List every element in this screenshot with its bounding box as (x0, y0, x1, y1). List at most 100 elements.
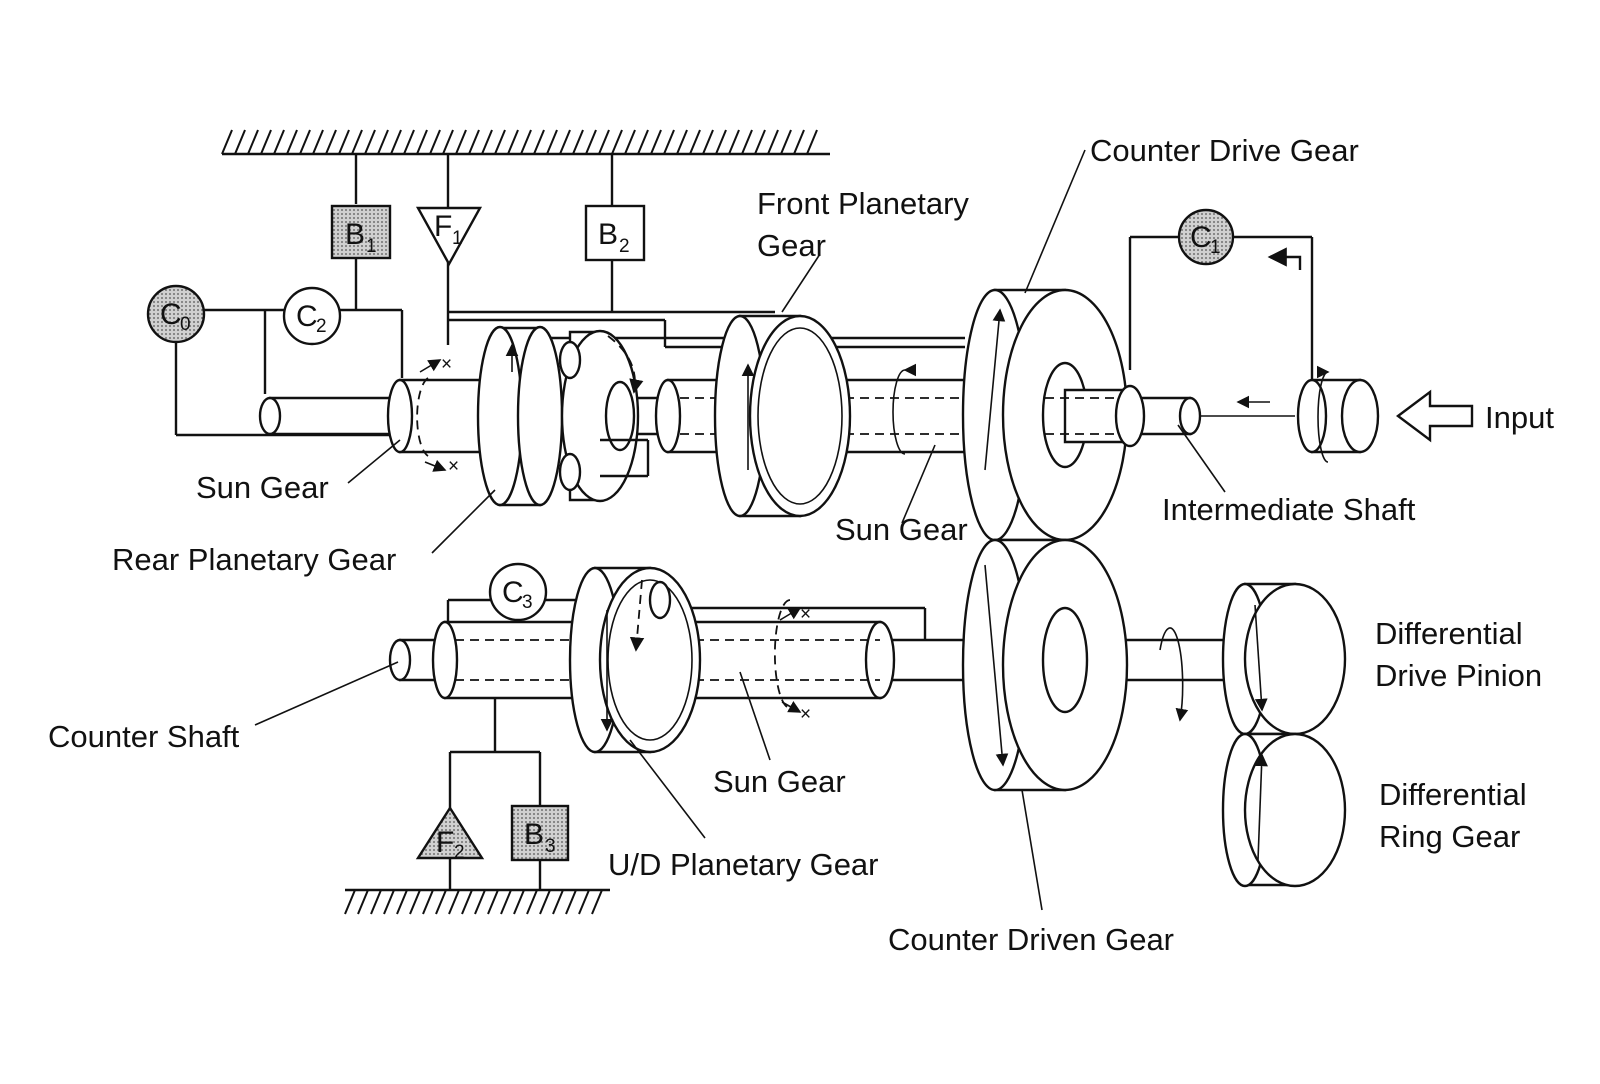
svg-text:C: C (1190, 221, 1212, 254)
svg-text:B: B (598, 218, 618, 251)
label-front-planetary-2: Gear (757, 228, 826, 263)
hatch-mark (754, 129, 766, 155)
hatch-mark (585, 129, 597, 155)
c1-clutch: C 1 (1177, 208, 1235, 266)
hatch-mark (234, 129, 246, 155)
hatch-mark (689, 129, 701, 155)
hatch-mark (507, 129, 519, 155)
hatch-mark (286, 129, 298, 155)
label-differential-ring-2: Ring Gear (1379, 819, 1520, 854)
hatch-mark (481, 129, 493, 155)
hatch-mark (299, 129, 311, 155)
hatch-mark (390, 129, 402, 155)
hatch-mark (448, 889, 460, 915)
f2-one-way-clutch: F 2 (415, 805, 485, 863)
hatch-mark (546, 129, 558, 155)
hatch-mark (650, 129, 662, 155)
svg-text:1: 1 (1210, 237, 1221, 258)
hatch-mark (598, 129, 610, 155)
hatch-mark (676, 129, 688, 155)
hatch-mark (312, 129, 324, 155)
svg-text:×: × (448, 456, 459, 477)
hatch-mark (364, 129, 376, 155)
hatch-mark (468, 129, 480, 155)
text-labels: Counter Drive Gear Front Planetary Gear … (48, 133, 1554, 957)
hatch-mark (715, 129, 727, 155)
label-ud-planetary-gear: U/D Planetary Gear (608, 847, 879, 882)
hatch-mark (260, 129, 272, 155)
hatch-mark (526, 889, 538, 915)
label-input: Input (1485, 400, 1554, 435)
svg-text:×: × (800, 704, 811, 725)
hatch-mark (793, 129, 805, 155)
hatch-mark (396, 889, 408, 915)
hatch-mark (377, 129, 389, 155)
hatch-mark (416, 129, 428, 155)
svg-text:3: 3 (522, 592, 533, 613)
c2-clutch: C 2 (282, 286, 342, 346)
hatch-mark (637, 129, 649, 155)
label-differential-ring-1: Differential (1379, 777, 1527, 812)
label-rear-planetary-gear: Rear Planetary Gear (112, 542, 396, 577)
hatch-mark (780, 129, 792, 155)
hatch-mark (702, 129, 714, 155)
label-counter-driven-gear: Counter Driven Gear (888, 922, 1174, 957)
svg-text:×: × (800, 604, 811, 625)
hatch-mark (578, 889, 590, 915)
svg-text:1: 1 (452, 228, 463, 249)
hatch-mark (500, 889, 512, 915)
svg-text:3: 3 (545, 836, 556, 857)
hatch-mark (552, 889, 564, 915)
svg-text:C: C (296, 300, 318, 333)
hatch-mark (663, 129, 675, 155)
hatch-mark (351, 129, 363, 155)
hatch-mark (370, 889, 382, 915)
svg-text:0: 0 (180, 314, 191, 335)
hatch-mark (422, 889, 434, 915)
hatch-mark (429, 129, 441, 155)
hatch-mark (338, 129, 350, 155)
svg-text:1: 1 (366, 236, 377, 257)
svg-text:C: C (502, 576, 524, 609)
hatch-mark (533, 129, 545, 155)
svg-text:B: B (524, 818, 544, 851)
svg-text:F: F (434, 210, 452, 243)
hatch-mark (273, 129, 285, 155)
hatch-mark (221, 129, 233, 155)
hatch-mark (403, 129, 415, 155)
hatch-mark (565, 889, 577, 915)
rear-planetary-gear: × × (419, 325, 650, 507)
differential-drive-pinion (1221, 582, 1347, 736)
hatch-mark (455, 129, 467, 155)
svg-text:F: F (436, 826, 454, 859)
svg-text:2: 2 (454, 842, 465, 863)
hatch-mark (539, 889, 551, 915)
hatch-mark (513, 889, 525, 915)
input-arrow-icon (1396, 389, 1474, 443)
hatch-mark (383, 889, 395, 915)
hatch-mark (572, 129, 584, 155)
hatch-mark (520, 129, 532, 155)
hatch-mark (461, 889, 473, 915)
b2-brake: B 2 (584, 204, 646, 262)
hatch-mark (806, 129, 818, 155)
svg-text:C: C (160, 298, 182, 331)
input-drum (1296, 365, 1474, 463)
label-differential-drive-1: Differential (1375, 616, 1523, 651)
counter-driven-gear (961, 538, 1129, 792)
hatch-mark (741, 129, 753, 155)
hatch-mark (435, 889, 447, 915)
hatch-mark (559, 129, 571, 155)
hatch-mark (357, 889, 369, 915)
hatch-mark (611, 129, 623, 155)
hatch-mark (247, 129, 259, 155)
hatch-mark (474, 889, 486, 915)
svg-text:×: × (441, 354, 452, 375)
hatch-mark (767, 129, 779, 155)
label-sun-gear-rear: Sun Gear (196, 470, 329, 505)
hatch-mark (442, 129, 454, 155)
hatch-mark (409, 889, 421, 915)
svg-text:B: B (345, 218, 365, 251)
